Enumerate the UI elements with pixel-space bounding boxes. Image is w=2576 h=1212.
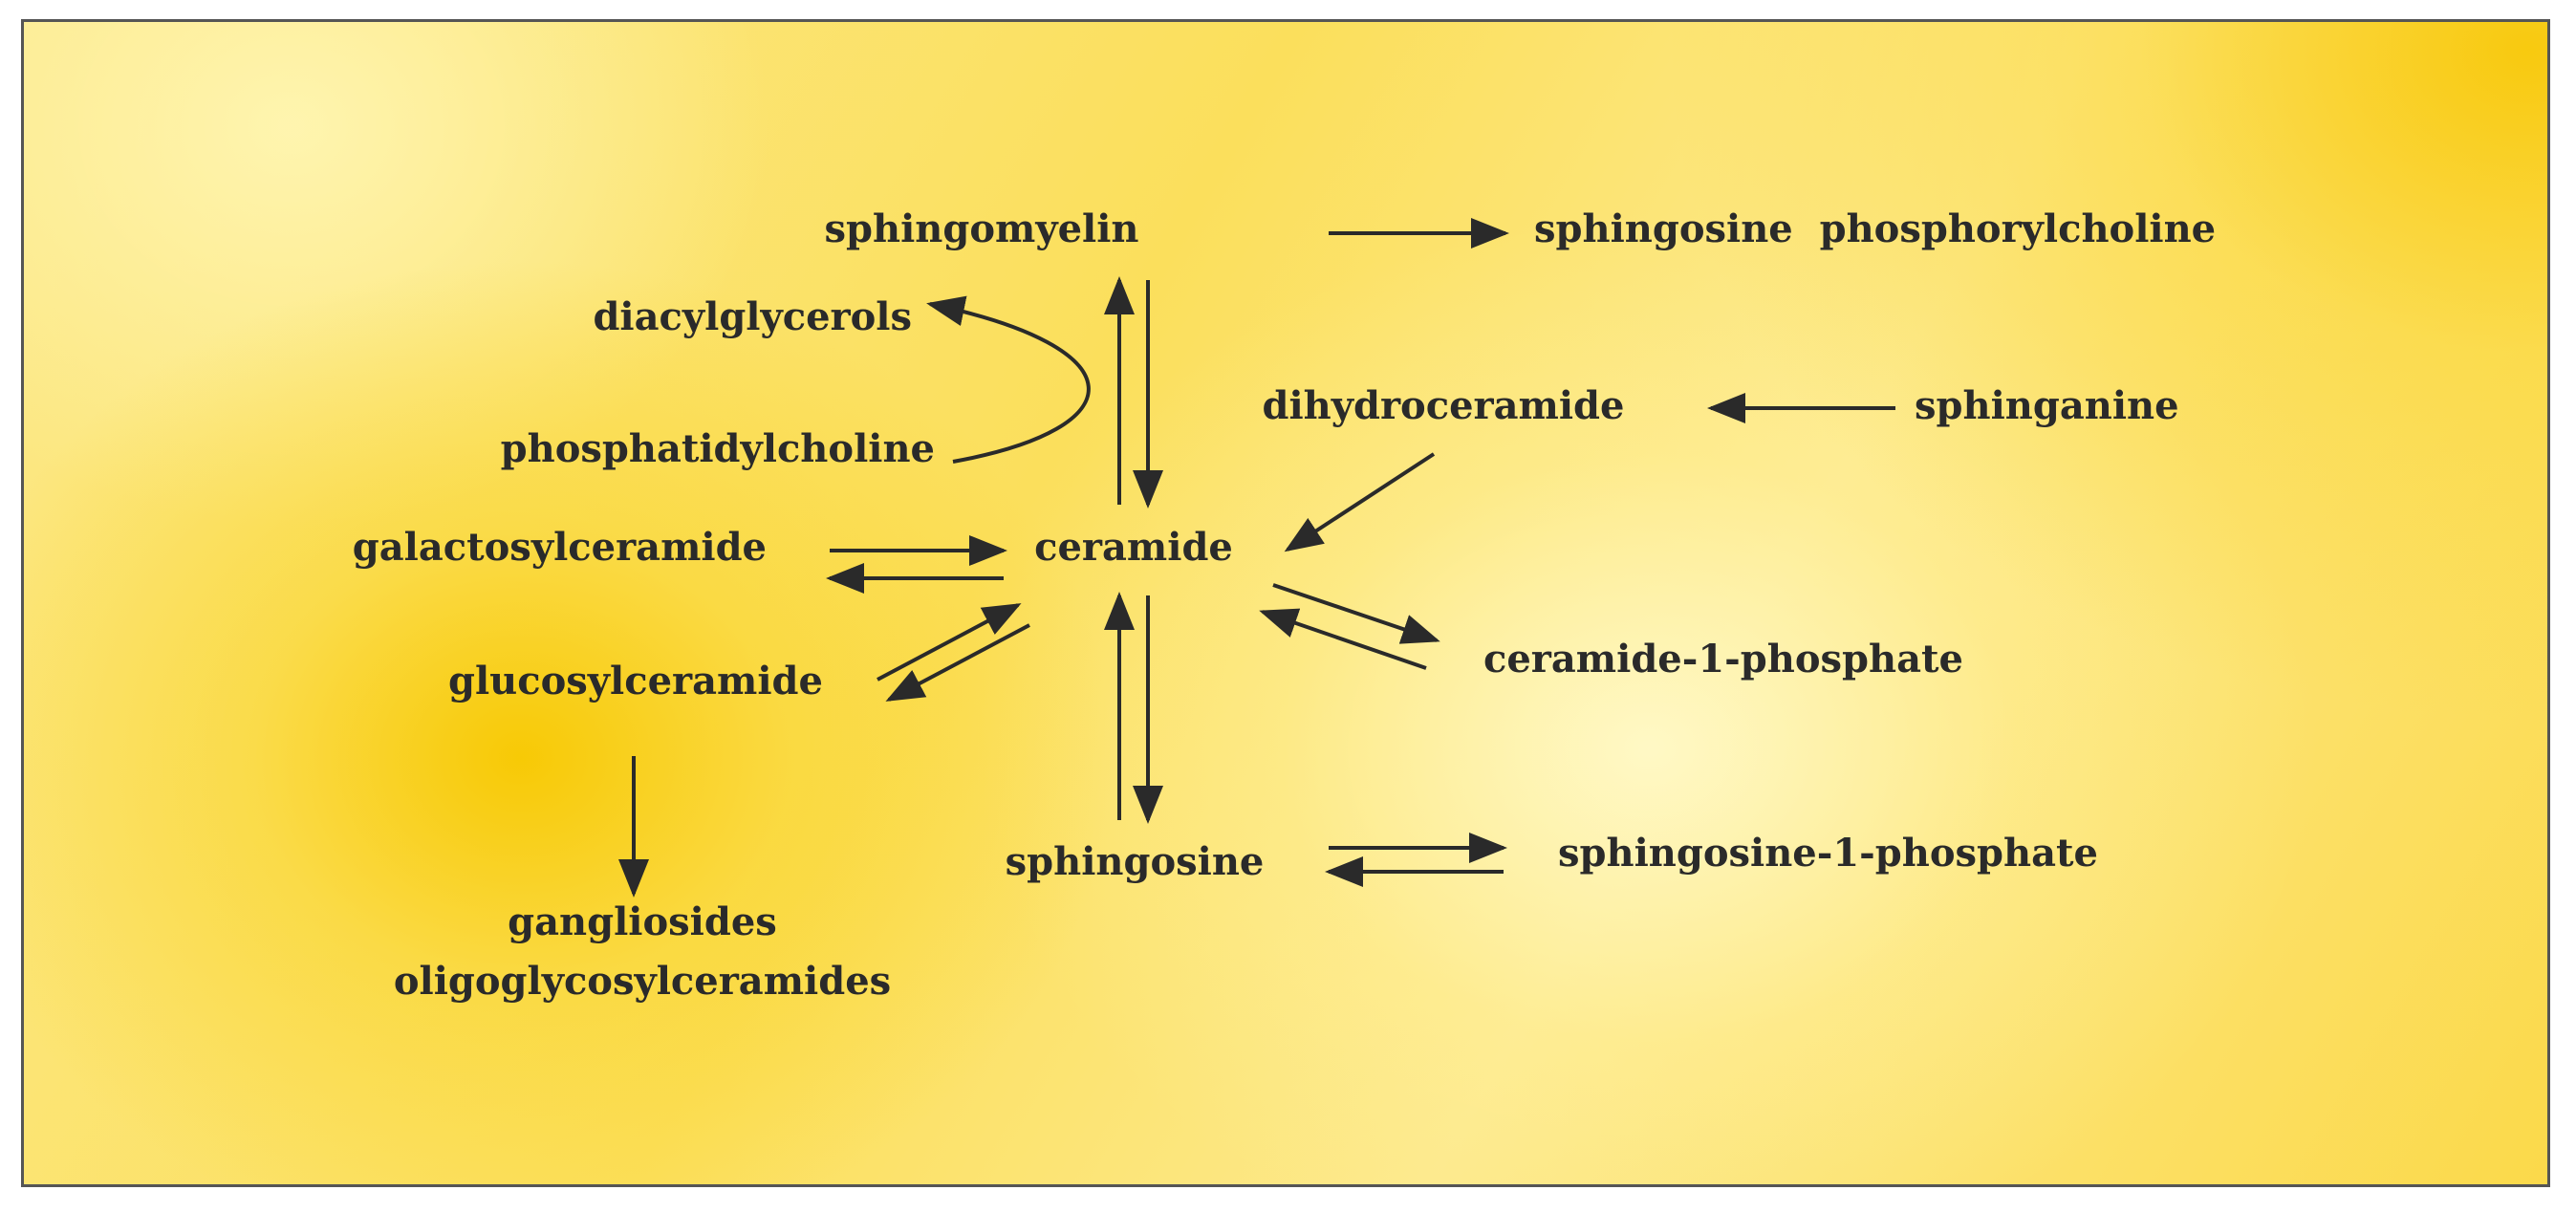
node-sphingosine: sphingosine	[1006, 839, 1265, 884]
node-ceramide: ceramide	[1034, 525, 1233, 570]
diagram-frame: sphingomyelin sphingosine phosphorylchol…	[21, 19, 2550, 1187]
node-phosphatidylcholine: phosphatidylcholine	[501, 426, 935, 471]
node-sphingosine-1-phosphate: sphingosine-1-phosphate	[1558, 831, 2098, 876]
node-gangliosides: gangliosides	[508, 899, 777, 944]
node-sphingosine-phosphorylcholine: sphingosine phosphorylcholine	[1534, 206, 2216, 251]
node-ceramide-1-phosphate: ceramide-1-phosphate	[1483, 637, 1963, 682]
arrow-phosphatidylcholine-to-diacylglycerols	[926, 295, 1091, 464]
node-sphinganine: sphinganine	[1915, 383, 2179, 428]
arrow-ceramide-to-glucosylceramide	[885, 623, 1030, 702]
node-diacylglycerols: diacylglycerols	[593, 294, 912, 339]
node-glucosylceramide: glucosylceramide	[448, 659, 823, 703]
node-oligoglycosylceramides: oligoglycosylceramides	[394, 959, 891, 1004]
arrow-dihydroceramide-to-ceramide	[1284, 452, 1436, 552]
node-dihydroceramide: dihydroceramide	[1263, 383, 1625, 428]
sphingolipid-pathway-diagram: sphingomyelin sphingosine phosphorylchol…	[353, 206, 2216, 1004]
arrow-ceramide-1-phosphate-to-ceramide	[1259, 608, 1427, 670]
node-sphingomyelin: sphingomyelin	[825, 206, 1139, 251]
arrow-glucosylceramide-to-ceramide	[877, 603, 1022, 682]
arrow-ceramide-to-ceramide-1-phosphate	[1272, 583, 1440, 644]
node-galactosylceramide: galactosylceramide	[353, 525, 767, 570]
